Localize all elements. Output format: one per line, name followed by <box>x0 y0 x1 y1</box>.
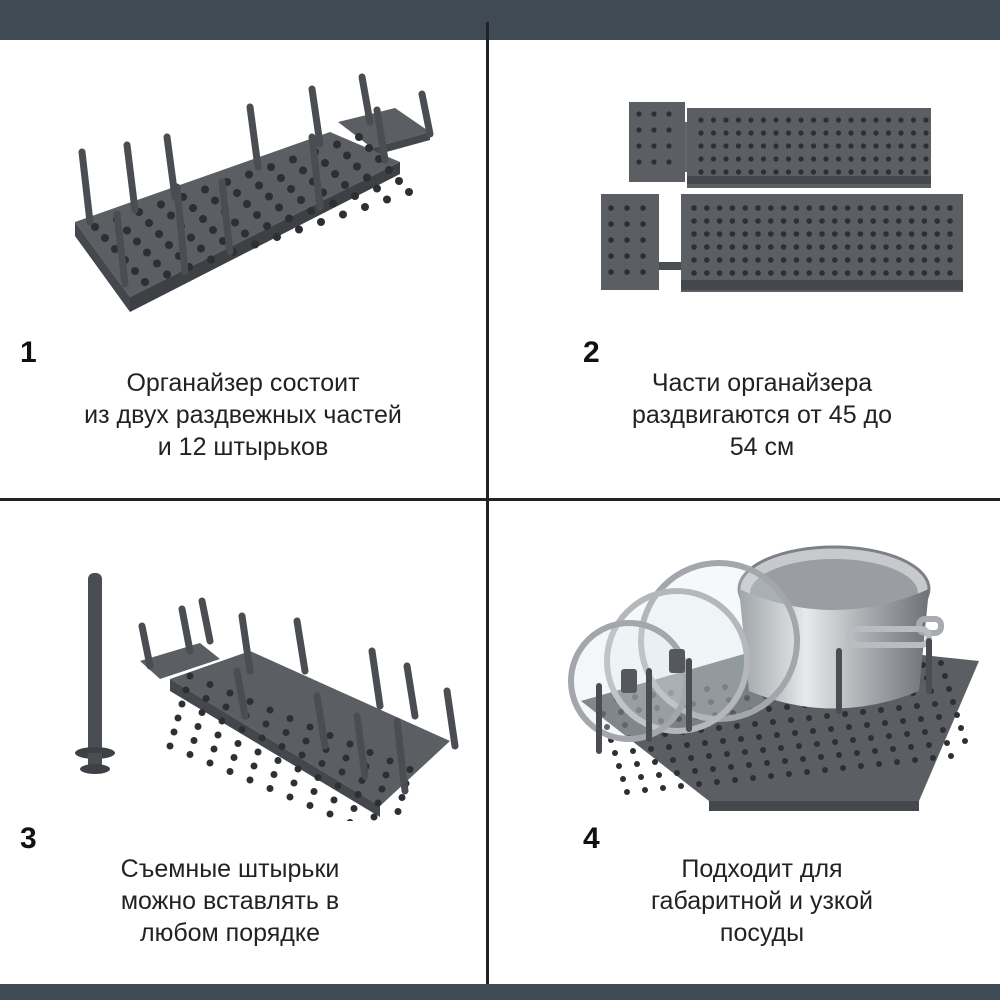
panel-number: 3 <box>20 822 37 855</box>
panel-caption: Органайзер состоит из двух раздвежных ча… <box>84 369 402 461</box>
panel-2: 2 Части органайзера раздвигаются от 45 д… <box>489 22 1000 500</box>
removable-peg-image <box>75 573 459 821</box>
extendable-panels-image <box>601 102 963 292</box>
panel-number: 4 <box>583 822 600 855</box>
top-bar <box>0 0 1000 40</box>
panel-caption: Части органайзера раздвигаются от 45 до … <box>631 369 893 461</box>
panel-caption: Съемные штырьки можно вставлять в любом … <box>120 855 340 947</box>
panel-4: 4 Подходит для габаритной и узкой посуды <box>489 501 1000 984</box>
panel-1: 1 Органайзер состоит из двух раздвежных … <box>0 22 486 500</box>
panel-caption: Подходит для габаритной и узкой посуды <box>650 855 874 947</box>
vertical-divider <box>486 22 489 1000</box>
pot-and-lids-image <box>568 545 979 811</box>
panel-number: 1 <box>20 336 37 369</box>
organizer-with-pegs-image <box>75 73 434 312</box>
panel-3: 3 Съемные штырьки можно вставлять в любо… <box>0 501 486 984</box>
horizontal-divider <box>0 498 1000 501</box>
panel-number: 2 <box>583 336 600 369</box>
bottom-bar <box>0 984 1000 1000</box>
